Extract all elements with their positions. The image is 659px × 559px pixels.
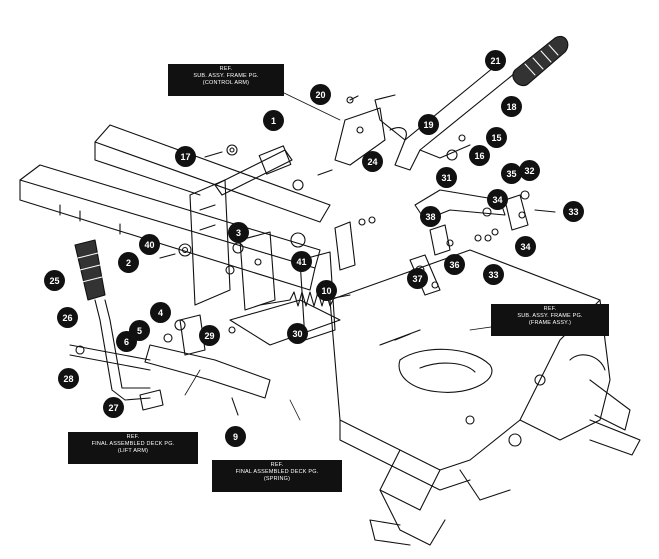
- callout-25: 25: [44, 270, 65, 291]
- left-frame-rail: [19, 124, 331, 291]
- foot-pad: [139, 389, 164, 411]
- ref-frame-assy: REF. SUB. ASSY. FRAME PG. (FRAME ASSY.): [491, 304, 609, 336]
- callout-36: 36: [444, 254, 465, 275]
- callout-34-lower: 34: [515, 236, 536, 257]
- ref-frame-assy-line1: REF.: [543, 306, 557, 312]
- ref-lift-arm-line3: (LIFT ARM): [117, 448, 149, 454]
- callout-6: 6: [116, 331, 137, 352]
- lever-grip: [512, 35, 569, 87]
- callout-24: 24: [362, 151, 383, 172]
- hardware: [75, 95, 556, 416]
- callout-1: 1: [263, 110, 284, 131]
- callout-41: 41: [291, 251, 312, 272]
- callout-27: 27: [103, 397, 124, 418]
- callout-18: 18: [501, 96, 522, 117]
- pedal-bracket: [189, 179, 341, 346]
- ref-control-arm-line3: (CONTROL ARM): [202, 80, 250, 86]
- ref-lift-arm-line1: REF.: [126, 434, 140, 440]
- ref-frame-assy-line3: (FRAME ASSY.): [528, 320, 572, 326]
- callout-19: 19: [418, 114, 439, 135]
- callout-26: 26: [57, 307, 78, 328]
- callout-40: 40: [139, 234, 160, 255]
- callout-33-lower: 33: [483, 264, 504, 285]
- ref-lift-arm-line2: FINAL ASSEMBLED DECK PG.: [91, 441, 175, 447]
- hand-lever: [374, 57, 526, 171]
- callout-33-right: 33: [563, 201, 584, 222]
- callout-38: 38: [420, 206, 441, 227]
- foot-lever: [69, 299, 151, 401]
- callout-15: 15: [486, 127, 507, 148]
- callout-17: 17: [175, 146, 196, 167]
- callout-32: 32: [519, 160, 540, 181]
- ref-control-arm-line2: SUB. ASSY. FRAME PG.: [193, 73, 259, 79]
- callout-30: 30: [287, 323, 308, 344]
- callout-21: 21: [485, 50, 506, 71]
- lift-arm: [144, 314, 271, 399]
- callout-4: 4: [150, 302, 171, 323]
- ref-spring-line3: (SPRING): [263, 476, 291, 482]
- cross-shaft: [214, 145, 293, 196]
- ref-frame-assy-line2: SUB. ASSY. FRAME PG.: [517, 313, 583, 319]
- foot-grip: [74, 239, 106, 301]
- ref-lift-arm: REF. FINAL ASSEMBLED DECK PG. (LIFT ARM): [68, 432, 198, 464]
- ref-spring-line2: FINAL ASSEMBLED DECK PG.: [235, 469, 319, 475]
- callout-20: 20: [310, 84, 331, 105]
- callout-9: 9: [225, 426, 246, 447]
- callout-29: 29: [199, 325, 220, 346]
- callout-16: 16: [469, 145, 490, 166]
- main-chassis: [329, 249, 641, 546]
- ref-spring-line1: REF.: [270, 462, 284, 468]
- callout-37: 37: [407, 268, 428, 289]
- ref-control-arm: REF. SUB. ASSY. FRAME PG. (CONTROL ARM): [168, 64, 284, 96]
- ref-spring: REF. FINAL ASSEMBLED DECK PG. (SPRING): [212, 460, 342, 492]
- callout-2: 2: [118, 252, 139, 273]
- callout-31: 31: [436, 167, 457, 188]
- callout-35: 35: [501, 163, 522, 184]
- spring: [259, 291, 351, 307]
- ref-control-arm-line1: REF.: [219, 66, 233, 72]
- callout-10: 10: [316, 280, 337, 301]
- callout-3: 3: [228, 222, 249, 243]
- callout-28: 28: [58, 368, 79, 389]
- callout-34-upper: 34: [487, 189, 508, 210]
